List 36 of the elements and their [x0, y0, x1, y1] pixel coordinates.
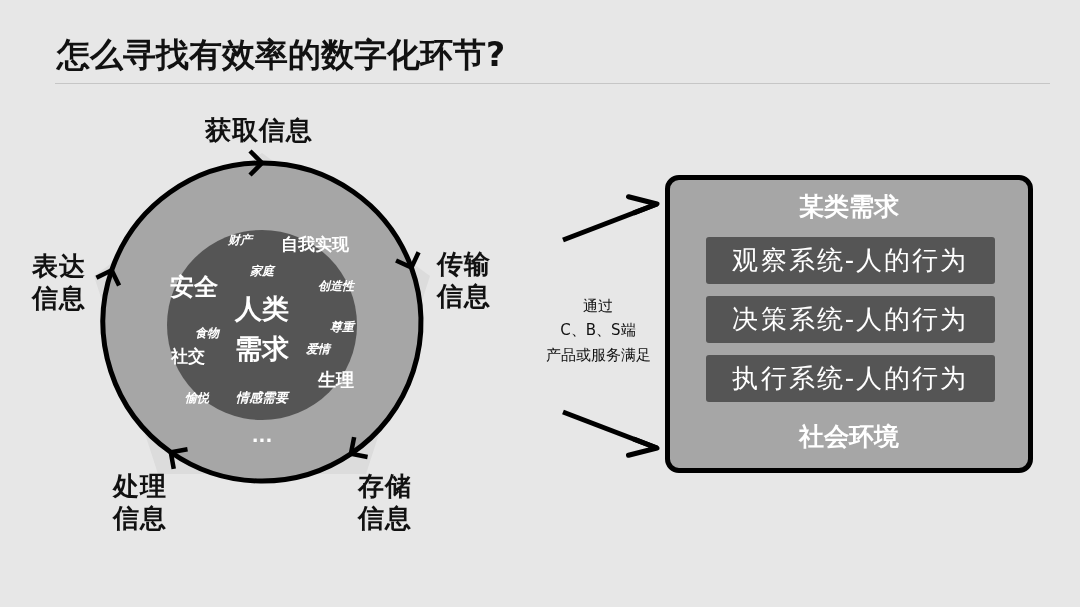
system-bar: 决策系统-人的行为	[706, 296, 995, 343]
center-heading: 人类需求	[233, 292, 290, 366]
need-word: 爱情	[306, 341, 330, 357]
need-word: 情感需要	[236, 389, 288, 407]
cycle-arrow	[168, 446, 353, 484]
need-word: 食物	[195, 325, 219, 341]
stage-label: 表达信息	[32, 250, 90, 314]
title: 怎么寻找有效率的数字化环节?	[57, 34, 506, 76]
need-word: 创造性	[318, 278, 354, 294]
arrow	[562, 194, 660, 243]
need-word: 家庭	[250, 263, 274, 279]
need-word: 生理	[318, 368, 354, 392]
note-text: C、B、S端	[560, 320, 636, 340]
stage-label: 存储信息	[358, 470, 416, 534]
stage-label: 获取信息	[205, 114, 314, 146]
panel-footer: 社会环境	[799, 421, 899, 453]
note-text: 产品或服务满足	[545, 345, 651, 365]
note-text: 通过	[583, 296, 613, 316]
cycle-arrow	[94, 268, 173, 455]
need-word: 尊重	[330, 319, 354, 335]
need-word: 财产	[228, 232, 252, 248]
need-word: 社交	[171, 346, 205, 368]
cycle-arrow	[261, 160, 420, 270]
stage-label: 处理信息	[113, 470, 171, 534]
ellipsis-text: ...	[251, 424, 273, 448]
need-word: 自我实现	[281, 234, 349, 256]
system-bar: 观察系统-人的行为	[706, 237, 995, 284]
stage-label: 传输信息	[437, 248, 495, 312]
cycle-arrow	[348, 266, 424, 459]
need-word: 安全	[170, 272, 218, 302]
needs-panel	[665, 175, 1033, 473]
cycle-arrow	[109, 149, 265, 272]
panel-heading: 某类需求	[799, 191, 899, 223]
system-bar: 执行系统-人的行为	[706, 355, 995, 402]
arrow	[562, 409, 660, 458]
need-word: 愉悦	[185, 390, 209, 406]
